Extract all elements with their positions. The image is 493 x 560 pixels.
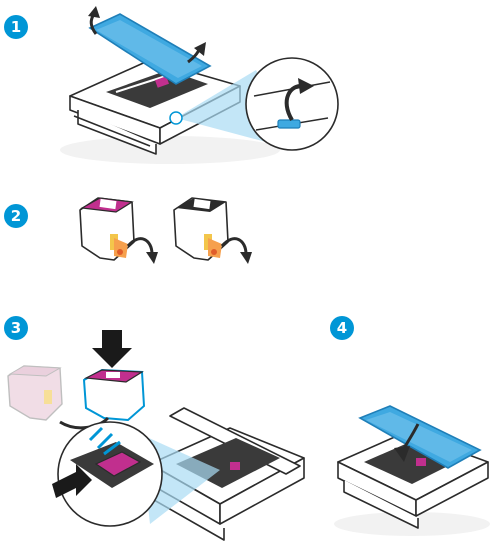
lift-arrow-left-head xyxy=(88,6,100,18)
carriage-cartridge-step4 xyxy=(416,458,426,466)
magnifier-circle xyxy=(246,58,338,150)
insert-down-arrow xyxy=(92,330,132,368)
step-3-insert-cartridge-illustration xyxy=(0,324,320,560)
pull-tape-arrow-2 xyxy=(222,239,246,254)
callout-origin xyxy=(170,112,182,124)
cartridge-being-inserted xyxy=(84,370,144,420)
pull-tape-arrow-2-head xyxy=(240,252,252,264)
step-2-badge: 2 xyxy=(4,204,28,228)
step-4-badge: 4 xyxy=(330,316,354,340)
pull-tape-arrow-1 xyxy=(128,239,152,254)
step-1-open-lid-illustration xyxy=(60,0,340,175)
tri-color-cartridge xyxy=(80,198,134,260)
step-4-close-lid-illustration xyxy=(332,392,492,542)
carriage-cartridge-step3 xyxy=(230,462,240,470)
black-cartridge xyxy=(174,198,228,260)
lid-handle xyxy=(278,120,300,128)
pull-tape-arrow-1-head xyxy=(146,252,158,264)
step-2-cartridges-illustration xyxy=(70,188,270,278)
printer-shadow xyxy=(60,136,280,164)
step-1-badge: 1 xyxy=(4,15,28,39)
